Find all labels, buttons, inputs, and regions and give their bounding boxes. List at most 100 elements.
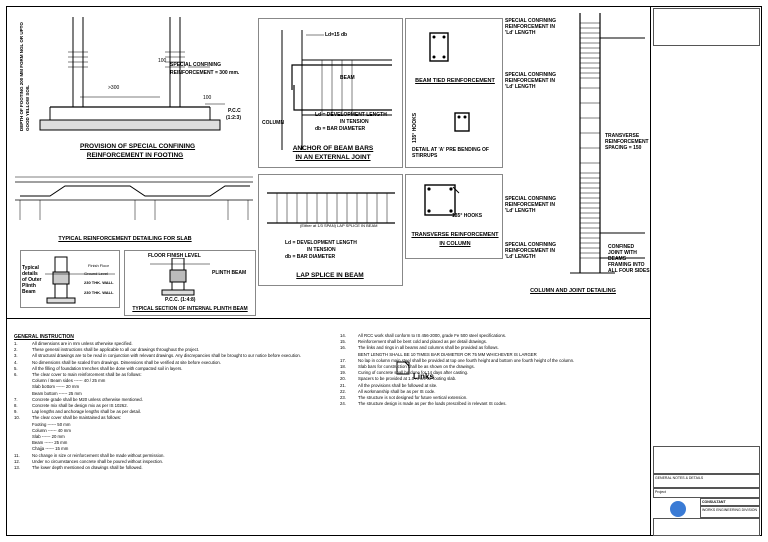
title-block-bottom [653, 518, 760, 536]
column-sc4: SPECIAL CONFINING REINFORCEMENT IN 'Ld' … [505, 242, 557, 260]
title-block-client: WORKS ENGINEERING DIVISION [700, 506, 760, 518]
note-item: 24. The structure design is made as per t… [340, 401, 645, 407]
footing-dim-100a: 100 [158, 58, 167, 64]
footing-dim-100b: 100 [203, 95, 212, 101]
note-number: 5. [14, 365, 18, 371]
footing-detail [39, 17, 225, 131]
lap-top-label: (Either at 1/3 SPAN) LAP SPLICE IN BEAM [300, 223, 378, 228]
anchor-detail [281, 30, 392, 150]
note-text: Chajja ------ 15 mm [32, 446, 69, 452]
title-block-project: Project [653, 488, 760, 498]
links-label: Links [413, 372, 434, 381]
lap-title: LAP SPLICE IN BEAM [296, 272, 364, 279]
note-number: 17. [340, 357, 346, 363]
note-text: Concrete mix shall be design mix as per … [32, 403, 128, 409]
anchor-panel [258, 18, 403, 168]
column-detail [570, 13, 645, 274]
footing-title-1: PROVISION OF SPECIAL CONFINING [80, 143, 196, 150]
lap-panel [258, 174, 403, 286]
note-text: Beam ------ 25 mm [32, 440, 68, 446]
footing-pcc-ratio: (1:2:3) [226, 115, 242, 121]
plinth-beam-label: PLINTH BEAM [212, 270, 247, 276]
note-item: 11.No change in size or reinforcement sh… [14, 453, 334, 459]
company-logo [670, 501, 686, 517]
note-text: Beam bottom ------ 25 mm [32, 390, 82, 396]
anchor-title-2: IN AN EXTERNAL JOINT [295, 154, 371, 161]
plinth-outer-detail [45, 256, 115, 304]
note-text: Column ------ 40 mm [32, 427, 71, 433]
plinth-wall2: 230 THK. WALL [84, 290, 114, 295]
beam-tied-title: BEAM TIED REINFORCEMENT [415, 78, 495, 84]
anchor-ld-def2: IN TENSION [340, 119, 369, 125]
links-icon [396, 361, 410, 375]
transverse-panel [405, 174, 503, 259]
note-number: 14. [340, 333, 346, 338]
note-text: The structure is not designed for future… [358, 395, 468, 401]
note-item: 22.All workmanship shall be as per IS co… [340, 389, 645, 395]
title-block-company: CONSULTANT [700, 498, 760, 506]
column-title: COLUMN AND JOINT DETAILING [530, 288, 616, 294]
note-item: 5. All the filling of foundation trenches… [14, 366, 334, 372]
note-item: 14. All RCC work shall conform to IS 456-… [340, 333, 645, 339]
plinth-outer-panel [20, 250, 120, 308]
note-number: 12. [14, 458, 20, 464]
title-block-upper [653, 446, 760, 474]
note-number: 13. [14, 465, 20, 471]
plinth-ground: Ground Level [84, 271, 109, 276]
title-block-drawing: GENERAL NOTES & DETAILS [653, 474, 760, 488]
note-item: 12.Under no circumstances concrete shall… [14, 459, 334, 465]
transverse-title-1: TRANSVERSE REINFORCEMENT [411, 232, 499, 238]
plinth-typical-label: Typical details of Outer Plinth Beam [22, 265, 42, 295]
note-number: 6. [14, 372, 18, 378]
note-text: The structure design is made as per the … [358, 401, 507, 407]
note-number: 8. [14, 403, 18, 409]
column-sc2: SPECIAL CONFINING REINFORCEMENT IN 'Ld' … [505, 72, 557, 90]
note-number: 2. [14, 347, 18, 353]
note-number: 16. [340, 345, 346, 351]
column-trans: TRANSVERSE REINFORCEMENT SPACING = 150 [605, 133, 649, 151]
note-text: Column / Beam sides ------ 40 / 25 mm [32, 378, 106, 384]
note-number: 10. [14, 415, 20, 421]
lap-detail [267, 192, 395, 224]
note-item: 15.Reinforcement shall be bent cold and … [340, 339, 645, 345]
note-text: The links and rings in all beams and col… [358, 345, 499, 351]
note-text: Slab ------ 20 mm [32, 434, 65, 440]
note-number: 24. [340, 401, 346, 407]
transverse-hooks: 135° HOOKS [452, 213, 483, 219]
note-text: These general instructions shall be appl… [32, 347, 200, 353]
note-number: 23. [340, 395, 346, 401]
note-text: The clear cover shall be maintained as f… [32, 415, 122, 421]
note-text: No change in size or reinforcement shall… [32, 452, 165, 458]
note-text: No dimensions shall be scaled from drawi… [32, 359, 221, 365]
plinth-wall1: 230 THK. WALL [84, 280, 114, 285]
note-item: Beam bottom ------ 25 mm [14, 391, 334, 397]
note-item: Column / Beam sides ------ 40 / 25 mm [14, 378, 334, 384]
note-number: 15. [340, 339, 346, 345]
note-text: Lap lengths and anchorage lengths shall … [32, 409, 141, 415]
column-sc1: SPECIAL CONFINING REINFORCEMENT IN 'Ld' … [505, 18, 557, 36]
footing-special-conf: SPECIAL CONFINING [170, 62, 222, 68]
transverse-detail [424, 184, 460, 216]
note-number: 18. [340, 364, 346, 370]
note-text: The lower depth mentioned on drawings sh… [32, 465, 143, 471]
slab-detail [15, 176, 253, 220]
footing-dim-300: >300 [108, 85, 120, 91]
note-item: 1.All dimensions are in mm unless otherw… [14, 341, 334, 347]
note-item: 6. The clear cover to main reinforcement … [14, 372, 334, 378]
note-item: Column ------ 40 mm [14, 428, 334, 434]
note-text: The clear cover to main reinforcement sh… [32, 372, 142, 378]
beam-tied-hooks: 135° HOOKS [412, 112, 419, 144]
note-item: 20.Spacers to be provided at 1.0 m c/c f… [340, 376, 645, 382]
note-item: Slab bottom ------ 20 mm [14, 384, 334, 390]
anchor-beam-label: BEAM [340, 75, 355, 81]
lap-ld1: Ld = DEVELOPMENT LENGTH [285, 240, 357, 246]
note-number: 7. [14, 396, 18, 402]
note-number: 1. [14, 341, 18, 346]
note-item: 21.All the provisions shall be followed … [340, 383, 645, 389]
plinth-inner-panel [124, 250, 256, 316]
note-text: No lap in column main steel shall be pro… [358, 357, 575, 363]
note-text: All the filling of foundation trenches s… [32, 365, 183, 371]
note-text: All RCC work shall conform to IS 456-200… [358, 333, 507, 338]
note-item: 23. The structure is not designed for fut… [340, 395, 645, 401]
